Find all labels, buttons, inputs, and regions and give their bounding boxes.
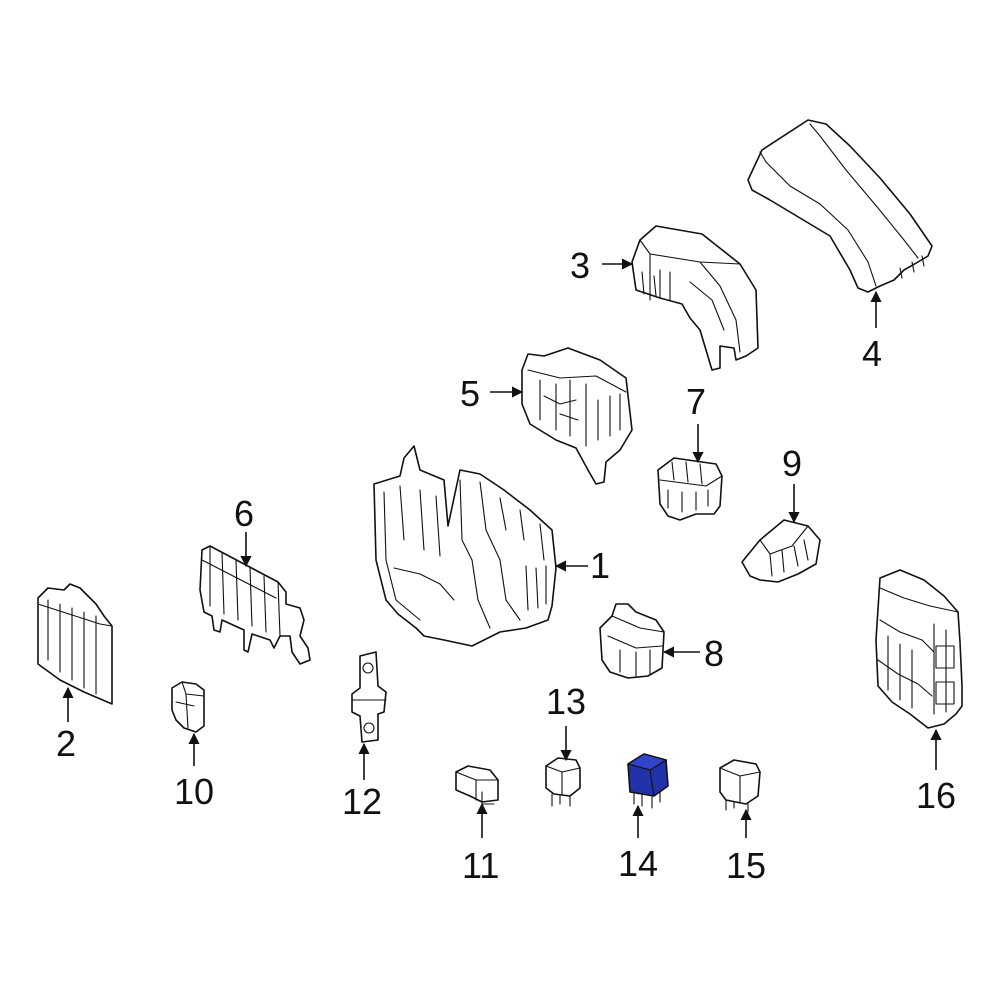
callout-12: 12	[342, 781, 382, 822]
callout-2: 2	[56, 723, 76, 764]
part-12-fusible-link[interactable]	[351, 651, 387, 743]
callout-9: 9	[782, 443, 802, 484]
callout-labels: 1 2 3 4 5 6 7 8 9 10 11 12 13 14 15 16	[56, 245, 956, 886]
leader-lines	[62, 258, 942, 838]
callout-1: 1	[590, 545, 610, 586]
callout-7: 7	[686, 381, 706, 422]
part-1-fuse-box[interactable]	[373, 445, 557, 647]
part-5-relay-carrier[interactable]	[521, 347, 633, 485]
part-14-relay-highlighted[interactable]	[626, 753, 669, 809]
part-3-housing[interactable]	[631, 225, 759, 371]
part-8-relay-socket[interactable]	[599, 603, 665, 679]
part-10-mini-fuse[interactable]	[171, 681, 205, 733]
callout-8: 8	[704, 633, 724, 674]
part-7-relay-block[interactable]	[657, 457, 723, 521]
callout-3: 3	[570, 245, 590, 286]
callout-13: 13	[546, 681, 586, 722]
callout-6: 6	[234, 493, 254, 534]
part-11-fuse-cap[interactable]	[455, 765, 499, 805]
part-15-relay[interactable]	[719, 759, 761, 813]
callout-16: 16	[916, 775, 956, 816]
callout-14: 14	[618, 843, 658, 884]
part-9-bracket[interactable]	[741, 519, 821, 583]
part-6-fuse-holder[interactable]	[199, 545, 311, 665]
part-4-cover[interactable]	[747, 119, 933, 293]
callout-15: 15	[726, 845, 766, 886]
callout-11: 11	[462, 845, 499, 886]
callout-4: 4	[862, 333, 882, 374]
part-2-cover-panel[interactable]	[37, 583, 113, 705]
callout-10: 10	[174, 771, 214, 812]
part-13-relay[interactable]	[545, 757, 581, 807]
callout-5: 5	[460, 373, 480, 414]
part-16-junction-module[interactable]	[875, 569, 963, 729]
